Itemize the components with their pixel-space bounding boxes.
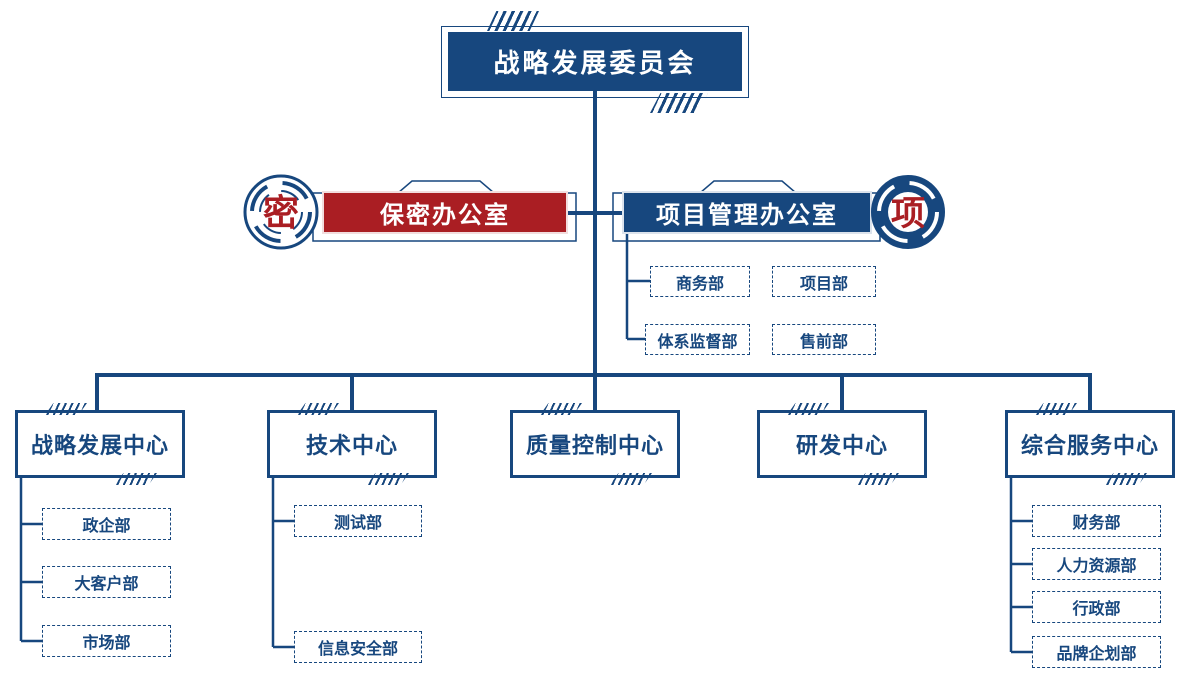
dept-gov-enterprise-label: 政企部 [82, 516, 131, 535]
root-hatch-top [487, 11, 539, 31]
pmo-seal-icon: 项 [870, 174, 946, 250]
dept-brand-planning-label: 品牌企划部 [1056, 644, 1137, 663]
secrecy-seal-char: 密 [263, 192, 299, 234]
center-strategy-hatch-top [45, 403, 87, 415]
center-quality-hatch-top [540, 403, 582, 415]
dept-business: 商务部 [650, 266, 750, 297]
node-strategy-committee-label: 战略发展委员会 [493, 49, 697, 79]
dept-system-supervision-label: 体系监督部 [657, 331, 738, 351]
dept-finance-label: 财务部 [1072, 513, 1121, 532]
dept-admin: 行政部 [1032, 591, 1161, 623]
center-quality-hatch-bottom [610, 473, 652, 485]
pmo-seal-char: 项 [891, 194, 925, 234]
node-secrecy-office-label: 保密办公室 [380, 201, 510, 229]
dept-key-accounts: 大客户部 [42, 566, 171, 598]
center-services-hatch-bottom [1105, 473, 1147, 485]
dept-presales-label: 售前部 [799, 331, 848, 351]
dept-info-security-label: 信息安全部 [317, 639, 398, 658]
secrecy-seal-icon: 密 [243, 174, 319, 250]
dept-admin-label: 行政部 [1072, 599, 1121, 618]
center-technology: 技术中心 [267, 410, 437, 478]
center-services-hatch-top [1035, 403, 1077, 415]
dept-info-security: 信息安全部 [294, 631, 422, 663]
dept-presales: 售前部 [772, 324, 876, 355]
root-hatch-bottom [650, 93, 708, 113]
center-strategy-hatch-bottom [115, 473, 157, 485]
dept-hr: 人力资源部 [1032, 548, 1161, 580]
center-strategy-label: 战略发展中心 [30, 434, 169, 459]
dept-testing-label: 测试部 [333, 513, 382, 532]
dept-key-accounts-label: 大客户部 [74, 574, 139, 593]
center-general-services-label: 综合服务中心 [1020, 434, 1159, 459]
center-rnd-label: 研发中心 [795, 434, 888, 459]
node-secrecy-office: 保密办公室 [322, 191, 568, 234]
center-rnd-hatch-top [787, 403, 829, 415]
dept-project-label: 项目部 [799, 273, 848, 293]
center-general-services: 综合服务中心 [1005, 410, 1175, 478]
dept-system-supervision: 体系监督部 [645, 324, 750, 355]
center-technology-label: 技术中心 [305, 434, 398, 459]
dept-gov-enterprise: 政企部 [42, 508, 171, 540]
dept-marketing-label: 市场部 [82, 633, 131, 652]
center-technology-hatch-top [297, 403, 339, 415]
node-pmo-office: 项目管理办公室 [622, 191, 872, 234]
dept-hr-label: 人力资源部 [1056, 556, 1137, 575]
node-pmo-office-label: 项目管理办公室 [656, 201, 838, 229]
node-strategy-committee: 战略发展委员会 [448, 32, 742, 91]
dept-brand-planning: 品牌企划部 [1032, 636, 1161, 668]
center-rnd-hatch-bottom [857, 473, 899, 485]
center-quality-control-label: 质量控制中心 [525, 434, 664, 459]
dept-project: 项目部 [772, 266, 876, 297]
dept-marketing: 市场部 [42, 625, 171, 657]
center-technology-hatch-bottom [367, 473, 409, 485]
dept-finance: 财务部 [1032, 505, 1161, 537]
dept-business-label: 商务部 [675, 273, 724, 293]
center-strategy: 战略发展中心 [15, 410, 185, 478]
dept-testing: 测试部 [294, 505, 422, 537]
center-rnd: 研发中心 [757, 410, 927, 478]
center-quality-control: 质量控制中心 [510, 410, 680, 478]
